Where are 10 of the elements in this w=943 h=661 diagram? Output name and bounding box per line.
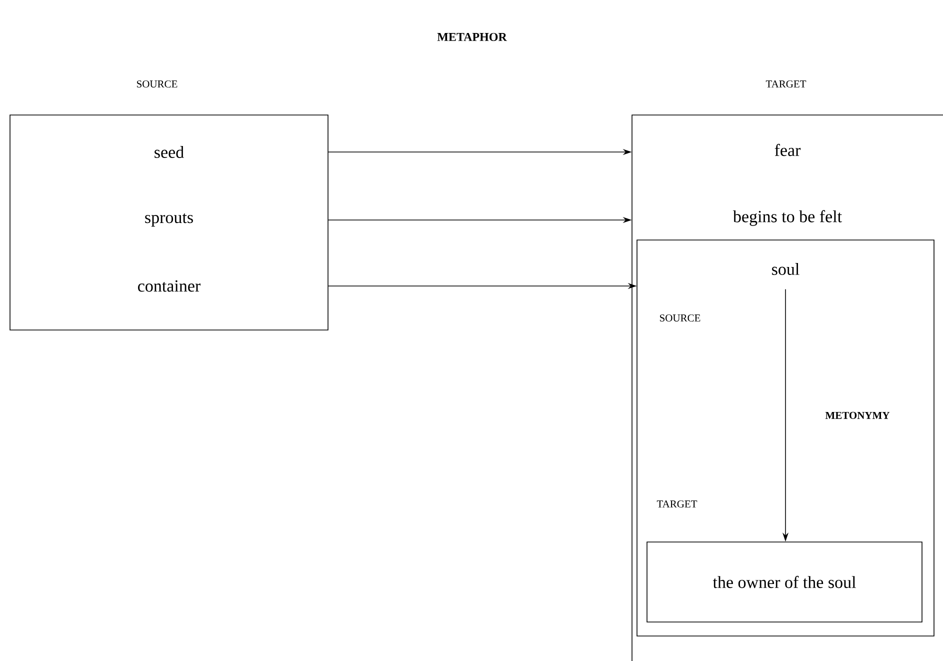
edge-label: METONYMY	[824, 410, 891, 420]
role-label: SOURCE	[660, 314, 700, 322]
box: seed sprouts container	[10, 114, 328, 330]
title: METAPHOR	[437, 32, 507, 42]
box	[636, 240, 934, 636]
role-label: TARGET	[656, 500, 698, 508]
role-label: TARGET	[766, 80, 806, 88]
concept-box: the owner of the soul	[646, 542, 922, 622]
role-label: SOURCE	[137, 80, 178, 88]
word: soul	[772, 263, 800, 275]
